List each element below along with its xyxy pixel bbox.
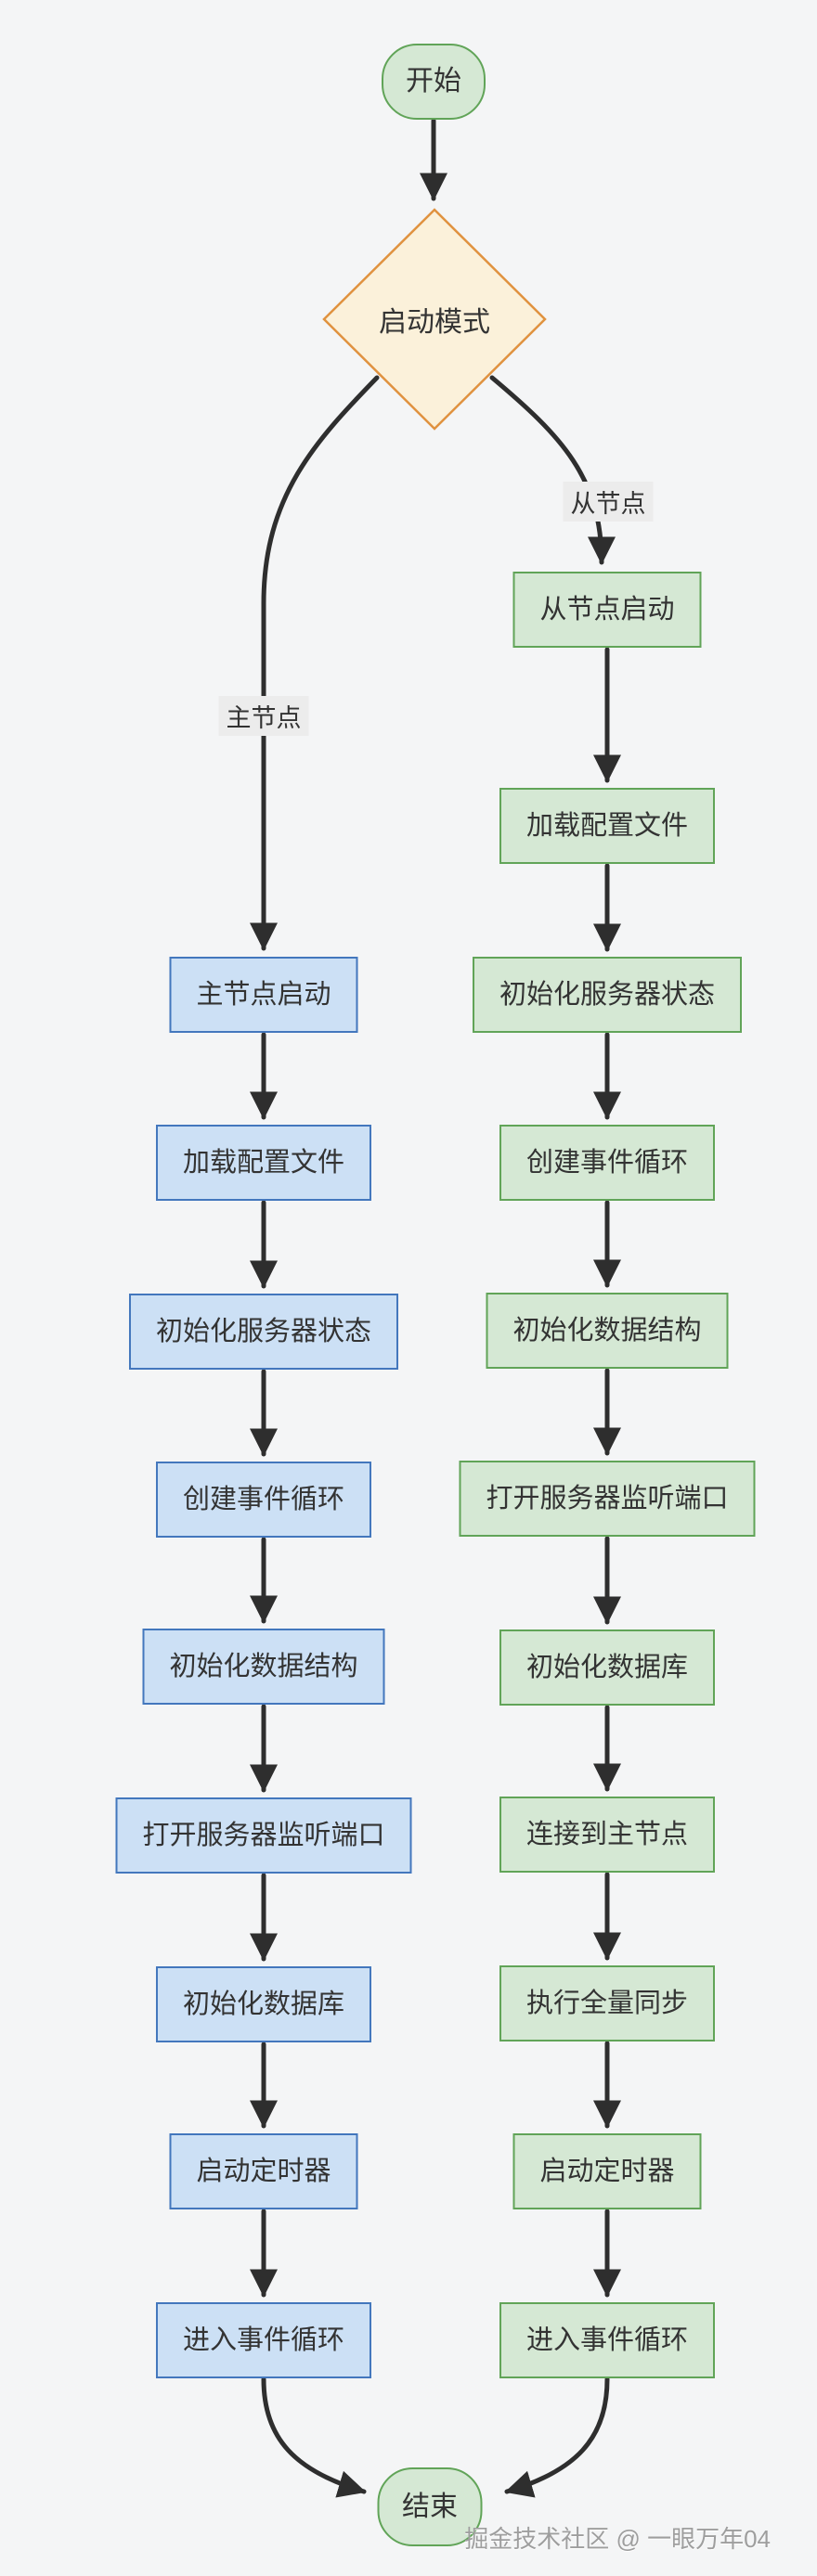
decision-diamond-shape [322, 208, 547, 431]
edge-label-slave: 从节点 [563, 482, 654, 522]
node-master-open-listen-port: 打开服务器监听端口 [115, 1797, 412, 1874]
edge-slave-end [504, 2376, 610, 2498]
node-slave-init-database: 初始化数据库 [499, 1629, 716, 1706]
node-master-init-data-structures: 初始化数据结构 [142, 1629, 385, 1705]
node-slave-start-timer: 启动定时器 [512, 2133, 702, 2209]
node-slave-full-sync: 执行全量同步 [499, 1965, 716, 2041]
node-slave-open-listen-port: 打开服务器监听端口 [459, 1461, 756, 1537]
edge-decision-master [250, 375, 380, 951]
start-node: 开始 [382, 44, 486, 120]
edge-master-end [261, 2376, 367, 2498]
node-slave-create-event-loop: 创建事件循环 [499, 1125, 716, 1201]
edge-decision-slave [489, 375, 616, 565]
node-master-boot: 主节点启动 [169, 957, 358, 1033]
node-slave-init-server-state: 初始化服务器状态 [472, 957, 743, 1033]
end-node: 结束 [377, 2467, 483, 2546]
node-master-load-config: 加载配置文件 [155, 1125, 372, 1201]
decision-node-label: 启动模式 [379, 307, 490, 338]
watermark-text: 掘金技术社区 @ 一眼万年04 [464, 2525, 771, 2553]
node-slave-connect-master: 连接到主节点 [499, 1797, 716, 1873]
node-master-create-event-loop: 创建事件循环 [155, 1462, 372, 1538]
node-master-init-database: 初始化数据库 [155, 1966, 372, 2042]
node-slave-load-config: 加载配置文件 [499, 788, 716, 864]
edge-label-master: 主节点 [218, 696, 309, 736]
node-master-init-server-state: 初始化服务器状态 [128, 1294, 399, 1370]
node-slave-enter-event-loop: 进入事件循环 [499, 2302, 716, 2378]
node-master-start-timer: 启动定时器 [169, 2133, 358, 2209]
node-slave-boot: 从节点启动 [512, 572, 702, 648]
node-slave-init-data-structures: 初始化数据结构 [486, 1293, 729, 1369]
node-master-enter-event-loop: 进入事件循环 [155, 2302, 372, 2378]
